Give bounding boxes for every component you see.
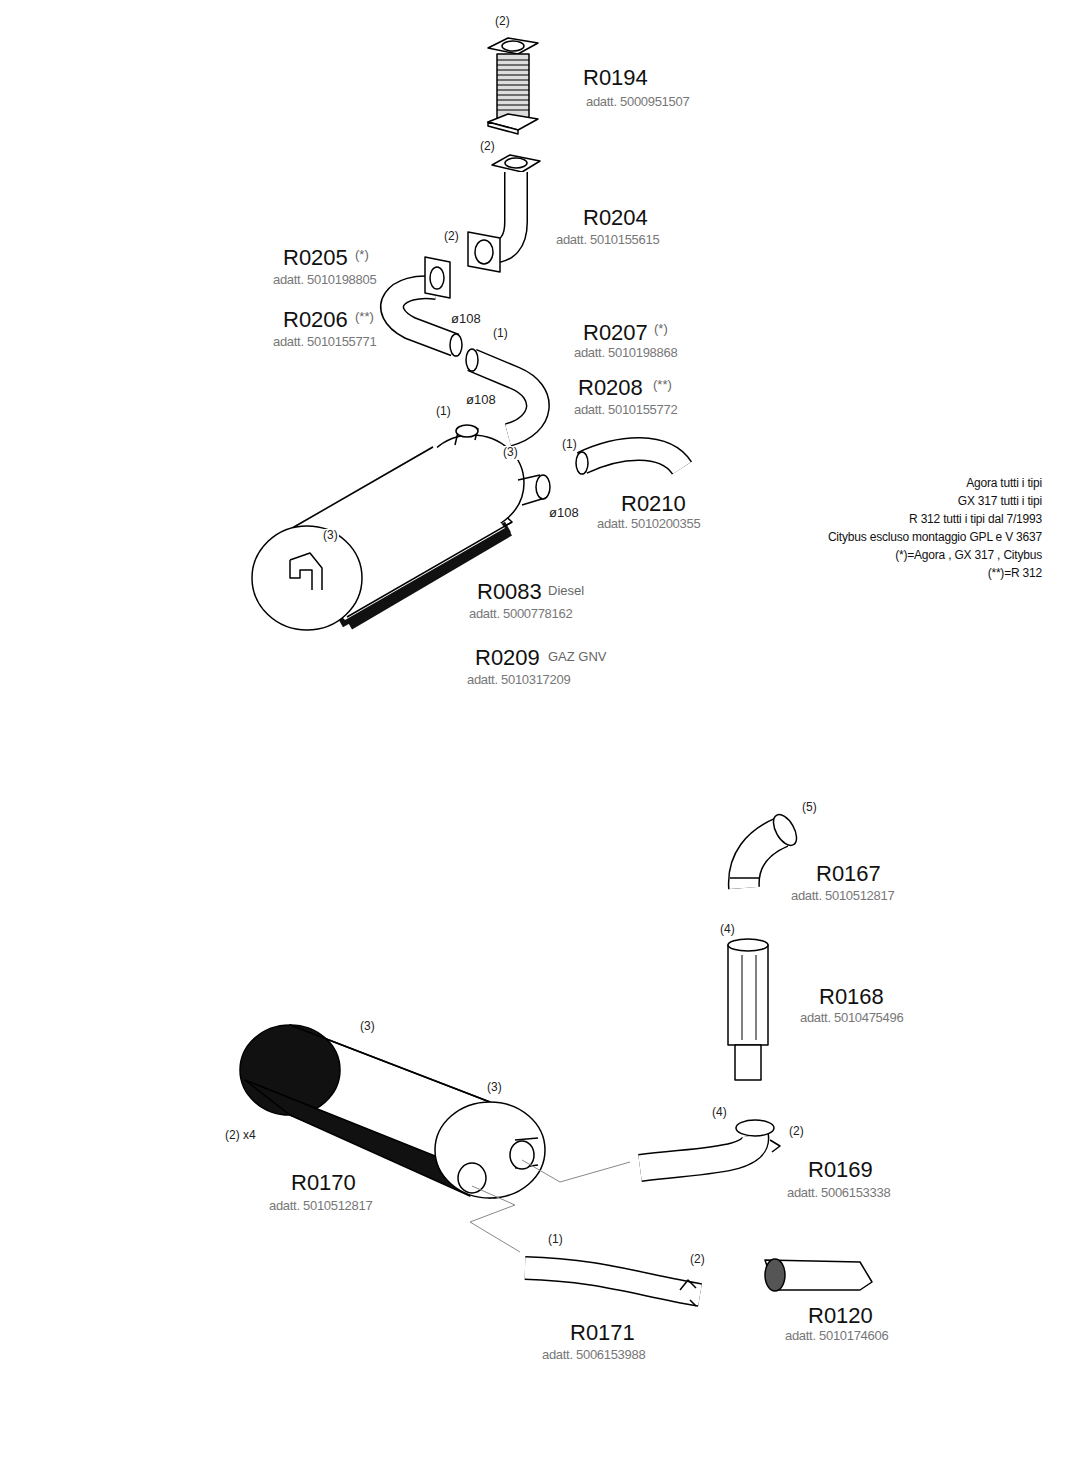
variant-note: (*) — [653, 322, 669, 337]
reference-number: adatt. 5010198868 — [573, 346, 678, 361]
callout-number: (1) — [561, 438, 578, 452]
callout-number: (2) x4 — [224, 1129, 257, 1143]
callout-number: (3) — [502, 446, 519, 460]
part-number: R0194 — [582, 65, 649, 90]
callout-number: (1) — [492, 327, 509, 341]
callout-number: (2) — [443, 230, 460, 244]
callout-number: (3) — [359, 1020, 376, 1034]
reference-number: adatt. 5000951507 — [585, 95, 690, 110]
callout-number: (1) — [435, 405, 452, 419]
reference-number: adatt. 5010155772 — [573, 403, 678, 418]
reference-number: adatt. 5010317209 — [466, 673, 571, 688]
dimension: ø108 — [465, 393, 497, 408]
part-number: R0170 — [290, 1170, 357, 1195]
application-note: Agora tutti i tipi — [965, 477, 1043, 491]
reference-number: adatt. 5010200355 — [596, 517, 701, 532]
reference-number: adatt. 5010512817 — [790, 889, 895, 904]
reference-number: adatt. 5010198805 — [272, 273, 377, 288]
callout-number: (5) — [801, 801, 818, 815]
reference-number: adatt. 5006153338 — [786, 1186, 891, 1201]
reference-number: adatt. 5000778162 — [468, 607, 573, 622]
application-note: (**)=R 312 — [987, 567, 1043, 581]
part-number: R0206 — [282, 307, 349, 332]
variant-note: (**) — [652, 378, 673, 393]
callout-number: (2) — [479, 140, 496, 154]
part-number: R0205 — [282, 245, 349, 270]
part-number: R0204 — [582, 205, 649, 230]
reference-number: adatt. 5010174606 — [784, 1329, 889, 1344]
callout-number: (4) — [719, 923, 736, 937]
variant-note: (*) — [354, 248, 370, 263]
application-note: Citybus escluso montaggio GPL e V 3637 — [827, 531, 1043, 545]
part-number: R0207 — [582, 320, 649, 345]
reference-number: adatt. 5006153988 — [541, 1348, 646, 1363]
callout-number: (3) — [486, 1081, 503, 1095]
reference-number: adatt. 5010155771 — [272, 335, 377, 350]
part-number: R0209 — [474, 645, 541, 670]
callout-number: (2) — [494, 15, 511, 29]
callout-number: (1) — [547, 1233, 564, 1247]
reference-number: adatt. 5010155615 — [555, 233, 660, 248]
application-note: GX 317 tutti i tipi — [957, 495, 1043, 509]
callout-number: (3) — [322, 529, 339, 543]
part-number: R0168 — [818, 984, 885, 1009]
part-number: R0083 — [476, 579, 543, 604]
part-number: R0171 — [569, 1320, 636, 1345]
part-number: R0169 — [807, 1157, 874, 1182]
reference-number: adatt. 5010475496 — [799, 1011, 904, 1026]
variant-note: Diesel — [547, 584, 585, 599]
application-note: (*)=Agora , GX 317 , Citybus — [894, 549, 1043, 563]
dimension: ø108 — [450, 312, 482, 327]
part-number: R0120 — [807, 1303, 874, 1328]
reference-number: adatt. 5010512817 — [268, 1199, 373, 1214]
part-number: R0210 — [620, 491, 687, 516]
application-note: R 312 tutti i tipi dal 7/1993 — [908, 513, 1043, 527]
variant-note: GAZ GNV — [547, 650, 608, 665]
variant-note: (**) — [354, 310, 375, 325]
callout-number: (2) — [689, 1253, 706, 1267]
part-number: R0167 — [815, 861, 882, 886]
part-number: R0208 — [577, 375, 644, 400]
callout-number: (2) — [788, 1125, 805, 1139]
dimension: ø108 — [548, 506, 580, 521]
callout-number: (4) — [711, 1106, 728, 1120]
